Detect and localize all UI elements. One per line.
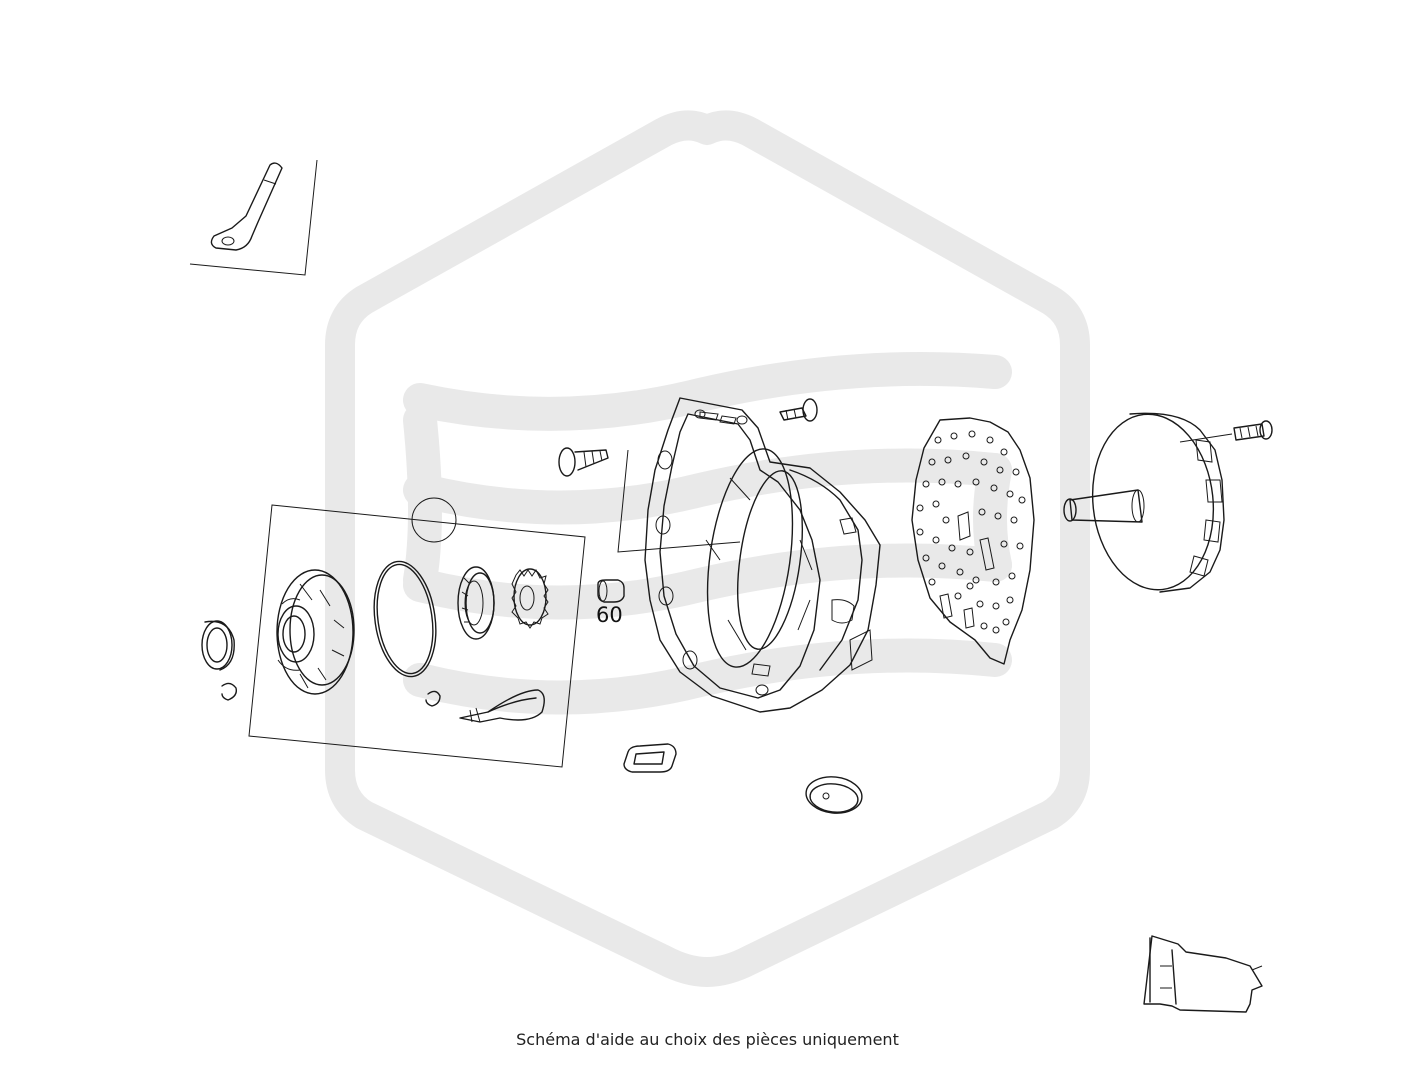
torque-converter[interactable]: [1063, 408, 1225, 596]
inner-rotor-gear[interactable]: [511, 568, 549, 629]
spacer-sleeve-part[interactable]: [597, 579, 625, 603]
dipstick-tube-part[interactable]: [189, 159, 318, 276]
diagram-caption: Schéma d'aide au choix des pièces unique…: [516, 1030, 899, 1049]
part-label-60: 60: [596, 603, 623, 627]
retaining-clip-left[interactable]: [221, 682, 238, 701]
pump-housing[interactable]: [276, 569, 355, 695]
cover-plug[interactable]: [804, 774, 863, 816]
watermark-logo: [325, 110, 1090, 987]
housing-bolt-left[interactable]: [558, 447, 741, 553]
cable-tie[interactable]: [459, 689, 545, 723]
separator-plate[interactable]: [911, 417, 1035, 665]
o-ring[interactable]: [367, 557, 443, 680]
outer-rotor-gear[interactable]: [457, 566, 495, 640]
retaining-clip-inner[interactable]: [425, 690, 441, 707]
housing-bolt-top[interactable]: [779, 398, 818, 422]
shaft-seal-ring[interactable]: [201, 620, 235, 671]
plate-holes: [916, 430, 1026, 634]
transmission-housing[interactable]: [644, 397, 881, 713]
small-gasket[interactable]: [623, 743, 677, 773]
oil-pump-kit-frame: [248, 497, 586, 768]
transmission-reference-icon: [1143, 935, 1263, 1013]
converter-bolt[interactable]: [1179, 420, 1273, 443]
